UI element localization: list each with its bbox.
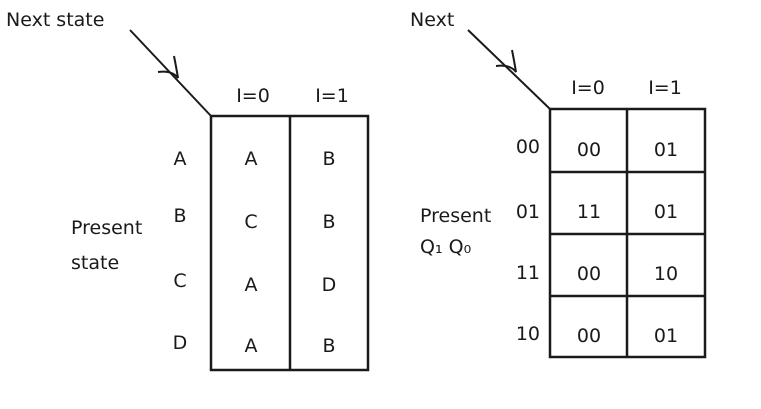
left-cell: A — [244, 148, 258, 170]
right-row-label: 10 — [515, 323, 540, 345]
right-arrow-label: Next — [410, 9, 455, 31]
left-row-label: D — [172, 332, 188, 354]
right-row-title: Present — [420, 205, 492, 227]
left-cell: B — [322, 148, 336, 170]
right-arrow-line — [467, 29, 551, 110]
left-cell: A — [244, 274, 258, 296]
right-col-header-i0: I=0 — [571, 77, 605, 99]
right-row-label: 11 — [515, 262, 540, 284]
right-arrow-head — [495, 49, 517, 73]
left-cell: C — [244, 211, 258, 233]
left-row-label: B — [173, 205, 187, 227]
left-row-label: A — [173, 148, 187, 170]
left-col-header-i0: I=0 — [236, 85, 270, 107]
left-cell: B — [322, 211, 336, 233]
right-cell: 00 — [576, 325, 602, 347]
right-cell: 01 — [653, 139, 679, 161]
left-cell: B — [322, 335, 336, 357]
right-col-header-i1: I=1 — [648, 77, 682, 99]
left-col-header-i1: I=1 — [315, 85, 349, 107]
left-arrow-label: Next state — [6, 9, 105, 31]
right-cell: 00 — [576, 263, 602, 285]
left-row-title: Present — [71, 217, 143, 239]
left-row-label: C — [173, 270, 187, 292]
right-row-label: 01 — [515, 201, 540, 223]
right-row-title-line2: Q₁ Q₀ — [420, 236, 472, 258]
left-row-title-line2: state — [71, 252, 120, 274]
right-cell: 00 — [576, 139, 602, 161]
right-cell: 11 — [576, 201, 602, 223]
left-cell: D — [321, 274, 337, 296]
right-cell: 10 — [653, 263, 679, 285]
right-cell: 01 — [653, 325, 679, 347]
right-row-label: 00 — [515, 136, 540, 158]
left-arrow-head — [157, 55, 179, 79]
left-cell: A — [244, 335, 258, 357]
right-cell: 01 — [653, 201, 679, 223]
